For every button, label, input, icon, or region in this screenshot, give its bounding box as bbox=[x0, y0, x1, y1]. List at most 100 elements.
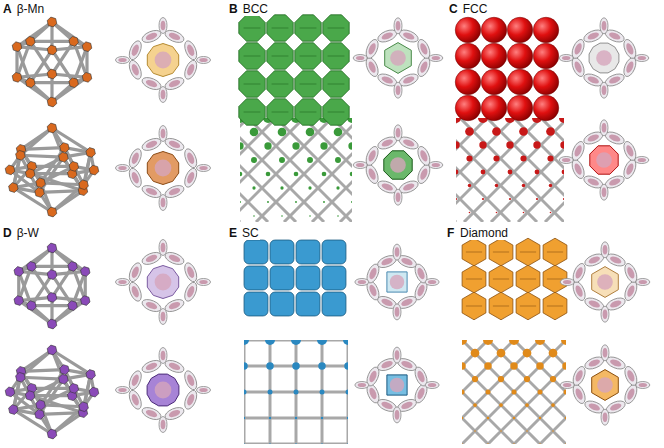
atom-vertex bbox=[26, 78, 35, 88]
atom-node bbox=[538, 390, 543, 395]
density-lobe bbox=[140, 136, 162, 153]
bond-rod bbox=[540, 340, 566, 444]
atom-node bbox=[500, 430, 502, 432]
density-core bbox=[596, 50, 612, 66]
atom-node bbox=[483, 340, 493, 345]
density-lobe bbox=[636, 382, 650, 389]
facet-line bbox=[520, 279, 536, 280]
atom-node bbox=[550, 212, 552, 214]
bond-rod bbox=[30, 81, 73, 84]
bond-rod bbox=[464, 118, 564, 222]
atom-node bbox=[524, 376, 530, 382]
cluster-wireframe bbox=[12, 17, 92, 107]
lattice-rods bbox=[456, 118, 564, 222]
density-lobe bbox=[163, 183, 185, 200]
facet-line bbox=[547, 252, 563, 253]
density-map bbox=[560, 242, 650, 322]
atom-node bbox=[510, 362, 518, 370]
atom-node bbox=[523, 349, 532, 358]
density-map bbox=[116, 240, 211, 325]
density-map bbox=[353, 18, 443, 98]
atom-vertex bbox=[47, 45, 57, 55]
cell-polyhedron bbox=[296, 292, 320, 316]
atom-node bbox=[473, 403, 477, 407]
bond-rod bbox=[460, 118, 564, 222]
density-lobe bbox=[140, 75, 162, 92]
atom-node bbox=[509, 340, 519, 345]
atom-node bbox=[307, 157, 313, 163]
structure-name: FCC bbox=[462, 2, 489, 16]
bond-rod bbox=[32, 387, 74, 390]
tile-grid bbox=[455, 17, 558, 120]
structure-name: SC bbox=[241, 226, 260, 240]
density-lobe bbox=[393, 347, 401, 363]
atom-node bbox=[244, 390, 247, 395]
density-lobe bbox=[393, 244, 401, 260]
lattice-rods bbox=[462, 340, 566, 444]
density-lobe bbox=[127, 261, 144, 283]
atom-node bbox=[456, 170, 458, 175]
panel-letter: F bbox=[446, 226, 455, 240]
atom-node bbox=[244, 362, 248, 370]
density-lobe bbox=[182, 59, 199, 81]
facet-line bbox=[466, 306, 482, 307]
cell-polyhedron bbox=[516, 265, 540, 293]
atom-node bbox=[535, 340, 545, 345]
facet-line bbox=[244, 112, 261, 113]
density-lobe bbox=[353, 55, 367, 62]
density-lobe bbox=[140, 297, 162, 314]
facet-line bbox=[520, 306, 536, 307]
cell-polyhedron bbox=[592, 370, 619, 401]
bond-rod bbox=[52, 22, 87, 47]
cell-polyhedron bbox=[489, 265, 513, 293]
atom-node bbox=[456, 141, 460, 148]
atom-node bbox=[318, 362, 326, 370]
density-lobe bbox=[355, 279, 369, 286]
atom-node bbox=[348, 142, 352, 149]
atom-node bbox=[560, 141, 564, 148]
tile-grid bbox=[244, 240, 346, 316]
facet-line bbox=[300, 84, 317, 85]
cell-polyhedron bbox=[516, 238, 540, 266]
atom-vertex bbox=[79, 402, 89, 412]
atom-node bbox=[280, 186, 283, 189]
atom-node bbox=[520, 155, 526, 161]
atom-sphere bbox=[455, 43, 480, 68]
atom-node bbox=[267, 201, 269, 203]
density-lobe bbox=[393, 304, 401, 320]
facet-line bbox=[466, 279, 482, 280]
atom-vertex bbox=[9, 405, 19, 415]
structure-name: Diamond bbox=[459, 226, 509, 240]
atom-node bbox=[320, 390, 325, 395]
facet-line bbox=[272, 112, 289, 113]
atom-node bbox=[294, 172, 299, 177]
atom-node bbox=[351, 201, 352, 203]
atom-node bbox=[322, 172, 327, 177]
density-lobe bbox=[182, 39, 199, 61]
atom-node bbox=[266, 362, 274, 370]
atom-vertex bbox=[16, 150, 26, 160]
density-lobe bbox=[159, 417, 167, 433]
density-lobe bbox=[559, 157, 573, 164]
atom-vertex bbox=[12, 42, 22, 52]
cell-polyhedron bbox=[270, 240, 294, 264]
density-lobe bbox=[197, 279, 211, 286]
density-map bbox=[560, 345, 650, 425]
cell-polyhedron bbox=[323, 71, 349, 97]
bond-rod bbox=[321, 340, 324, 444]
cell-polyhedron bbox=[147, 266, 178, 299]
cell-polyhedron bbox=[322, 292, 346, 316]
density-lobe bbox=[601, 409, 609, 425]
atom-node bbox=[244, 443, 245, 444]
atom-vertex bbox=[60, 143, 69, 153]
atom-node bbox=[278, 128, 287, 137]
atom-node bbox=[474, 430, 476, 432]
atom-node bbox=[499, 403, 503, 407]
facet-line bbox=[493, 279, 509, 280]
atom-vertex bbox=[36, 400, 46, 410]
atom-vertex bbox=[25, 169, 35, 179]
atom-sphere bbox=[533, 69, 558, 94]
facet-line bbox=[244, 56, 261, 57]
atom-vertex bbox=[16, 372, 26, 382]
atom-node bbox=[533, 141, 540, 148]
